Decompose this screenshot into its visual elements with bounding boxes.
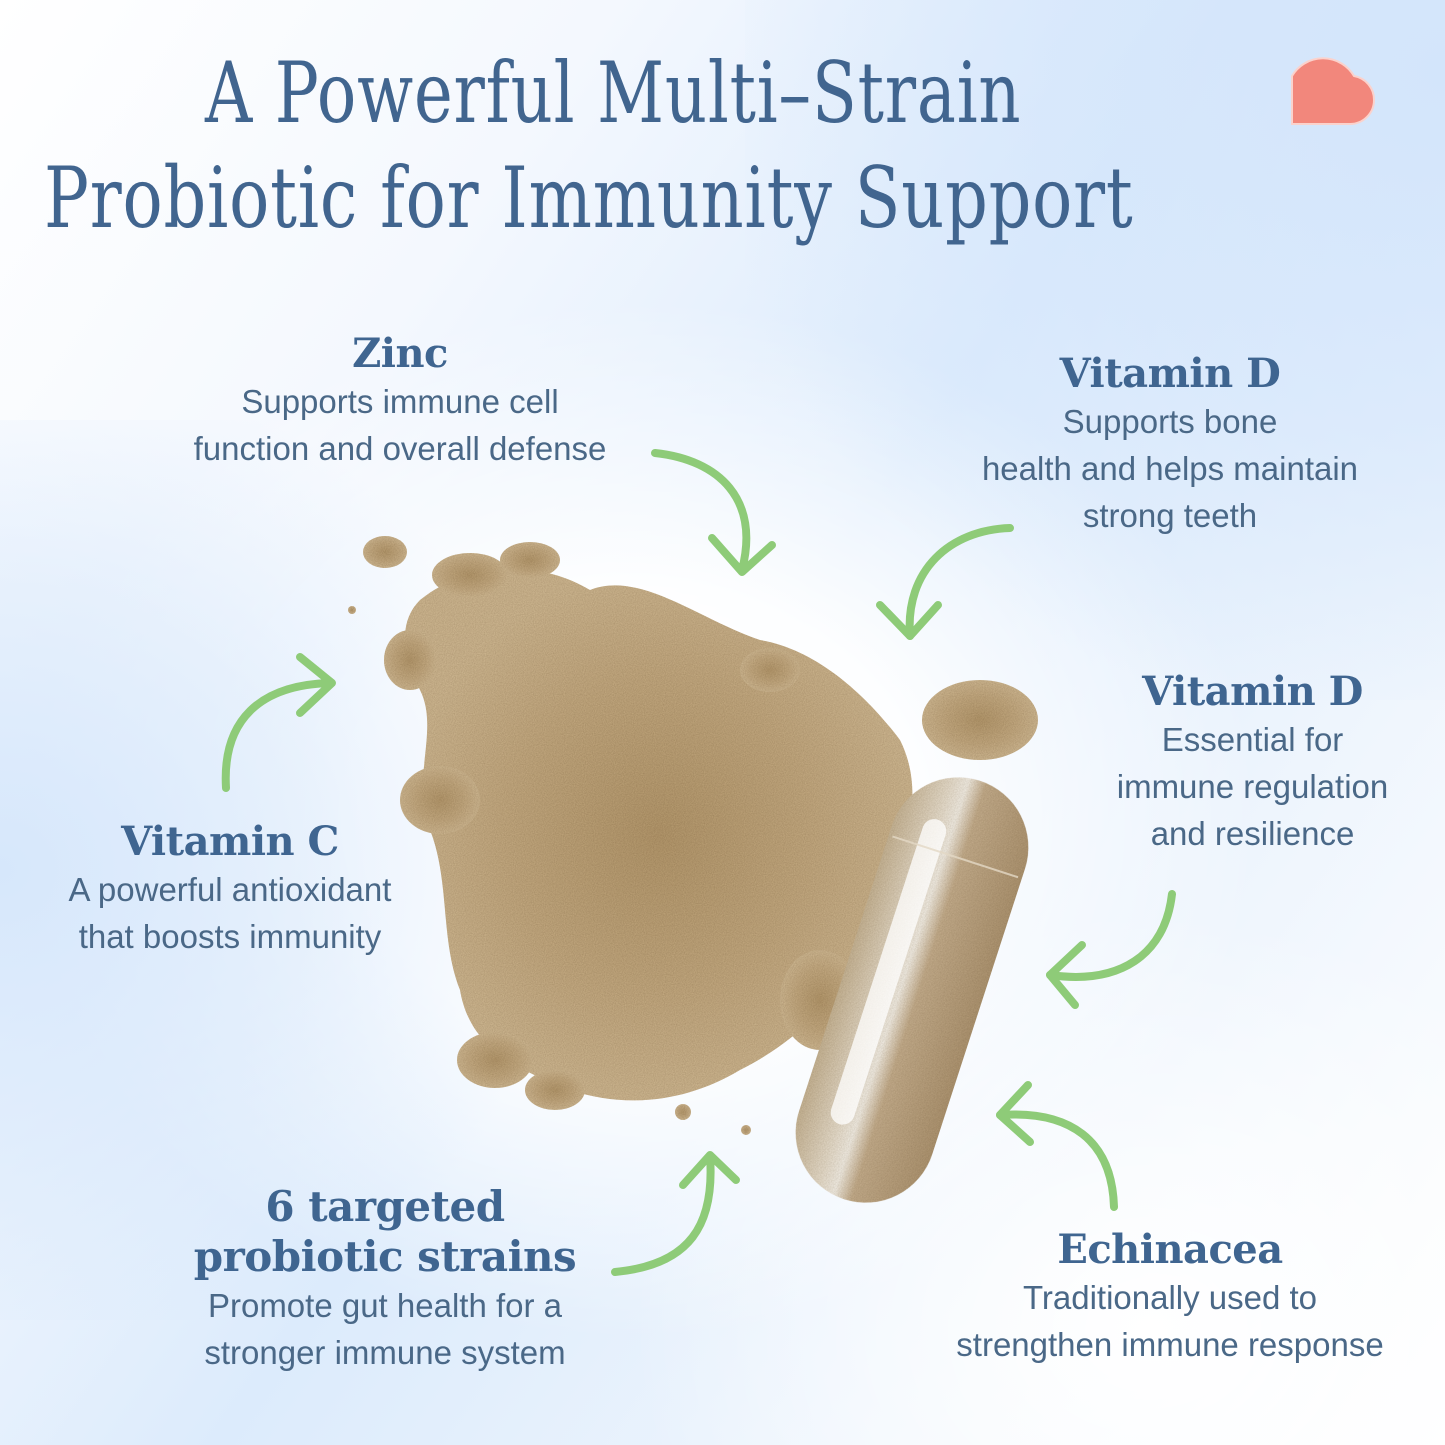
ingredient-name: Vitamin D	[1059, 350, 1281, 397]
ingredient-description-line: Essential for	[1161, 721, 1344, 758]
ingredient-description-line: health and helps maintain	[981, 450, 1359, 487]
ingredient-description-line: A powerful antioxidant	[68, 871, 392, 908]
ingredient-description-line: Supports immune cell	[241, 383, 559, 420]
ingredient-vitamin-c: Vitamin C A powerful antioxidant that bo…	[30, 818, 430, 960]
ingredient-vitamin-d-bone: Vitamin D Supports bone health and helps…	[940, 350, 1400, 539]
ingredient-description-line: stronger immune system	[204, 1334, 566, 1371]
ingredient-echinacea: Echinacea Traditionally used to strength…	[915, 1226, 1425, 1368]
heart-icon	[1291, 57, 1376, 125]
ingredient-description-line: immune regulation	[1116, 768, 1389, 805]
ingredient-vitamin-d-immune: Vitamin D Essential for immune regulatio…	[1080, 668, 1425, 857]
ingredient-name: Echinacea	[1057, 1226, 1283, 1273]
ingredient-description-line: that boosts immunity	[78, 918, 382, 955]
ingredient-name-line: probiotic strains	[193, 1232, 577, 1281]
ingredient-zinc: Zinc Supports immune cell function and o…	[150, 330, 650, 472]
powder-pile	[348, 536, 1038, 1135]
ingredient-name: Zinc	[352, 330, 448, 377]
background-glow	[0, 420, 500, 1320]
ingredient-name: Vitamin D	[1142, 668, 1363, 715]
ingredient-description-line: Promote gut health for a	[207, 1287, 563, 1324]
ingredient-probiotic-strains: 6 targeted probiotic strains Promote gut…	[160, 1182, 610, 1376]
ingredient-name: Vitamin C	[121, 818, 339, 865]
page-title-line-1: A Powerful Multi–Strain	[205, 44, 1022, 142]
capsule	[795, 777, 1029, 1203]
ingredient-description-line: Supports bone	[1062, 403, 1278, 440]
page-title-line-2: Probiotic for Immunity Support	[44, 149, 1134, 247]
ingredient-description-line: strong teeth	[1082, 497, 1258, 534]
ingredient-description-line: and resilience	[1150, 815, 1355, 852]
ingredient-description-line: strengthen immune response	[956, 1326, 1384, 1363]
ingredient-name-line: 6 targeted	[265, 1182, 505, 1231]
ingredient-description-line: function and overall defense	[193, 430, 607, 467]
ingredient-description-line: Traditionally used to	[1022, 1279, 1318, 1316]
